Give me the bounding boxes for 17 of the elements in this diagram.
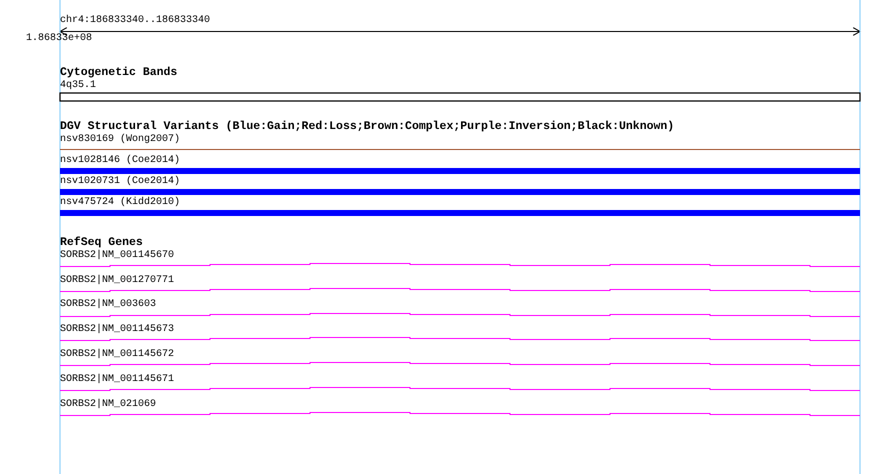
axis-tick-label: 1.86833e+08 — [26, 33, 92, 45]
coordinate-label: chr4:186833340..186833340 — [60, 15, 210, 27]
feature-label: SORBS2|NM_001145672 — [60, 349, 174, 361]
feature-label: nsv475724 (Kidd2010) — [60, 197, 180, 209]
track-title: DGV Structural Variants (Blue:Gain;Red:Loss;Brown:Complex;Purple:Inversion;Black:Unknown) — [60, 121, 674, 133]
feature-label: nsv1028146 (Coe2014) — [60, 155, 180, 167]
feature-label: SORBS2|NM_021069 — [60, 399, 156, 411]
feature-label: SORBS2|NM_001145673 — [60, 324, 174, 336]
track-title: Cytogenetic Bands — [60, 67, 178, 79]
feature-label: nsv1020731 (Coe2014) — [60, 176, 180, 188]
feature-label: SORBS2|NM_001270771 — [60, 275, 174, 287]
feature-label: SORBS2|NM_001145671 — [60, 374, 174, 386]
feature-label: nsv830169 (Wong2007) — [60, 134, 180, 146]
track-title: RefSeq Genes — [60, 237, 143, 249]
feature-label: SORBS2|NM_003603 — [60, 299, 156, 311]
feature-label: SORBS2|NM_001145670 — [60, 250, 174, 262]
band-label: 4q35.1 — [60, 80, 96, 92]
